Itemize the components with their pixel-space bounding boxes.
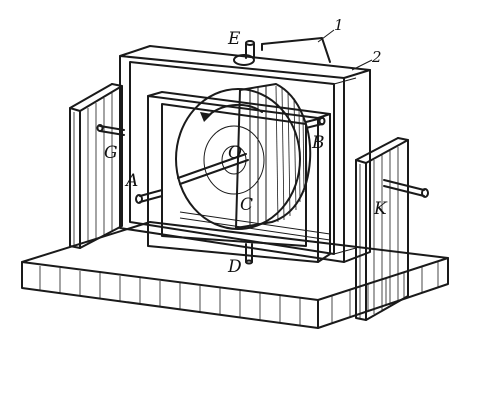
- label-A: A: [124, 171, 138, 191]
- label-frame-1: 1: [334, 16, 344, 34]
- inner-gimbal-frame: [135, 91, 331, 263]
- left-upright-post: [69, 83, 123, 249]
- label-B: B: [311, 133, 325, 153]
- left-axle-G: [96, 124, 125, 136]
- labels: E 1 2 G B O A C K D: [104, 16, 388, 277]
- label-G: G: [104, 143, 118, 163]
- label-C: C: [240, 195, 253, 215]
- top-axle-E: [233, 40, 255, 66]
- base-platform: [21, 221, 449, 329]
- label-O: O: [228, 143, 242, 163]
- label-D: D: [227, 257, 242, 277]
- bottom-axle-D: [245, 243, 253, 265]
- rotor-disk: [175, 83, 312, 230]
- label-K: K: [373, 199, 388, 219]
- label-frame-2: 2: [371, 48, 382, 66]
- label-E: E: [227, 29, 241, 49]
- right-upright-post: [355, 137, 429, 321]
